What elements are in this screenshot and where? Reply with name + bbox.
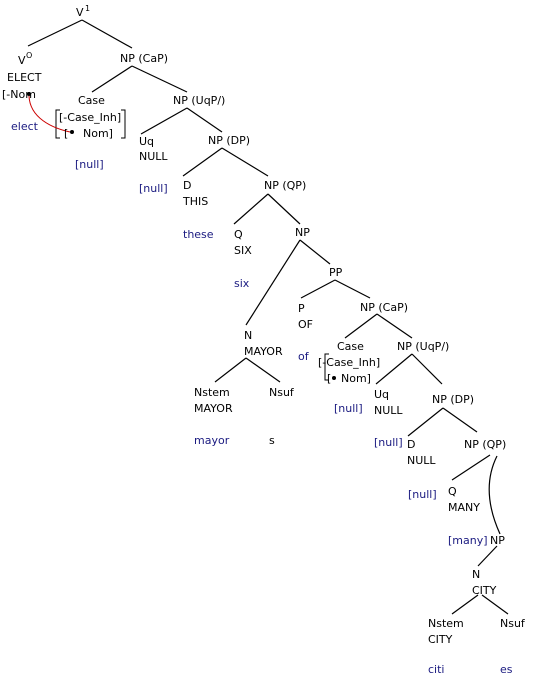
np-cap-2: NP (CaP) xyxy=(360,301,408,314)
arrow-end-dot xyxy=(70,130,74,134)
v0-lex: ELECT xyxy=(7,71,42,84)
d1-lex: THIS xyxy=(182,195,208,208)
n2-label: N xyxy=(472,568,480,581)
q2-gloss: [null] xyxy=(408,488,437,501)
n1-label: N xyxy=(244,329,252,342)
case2-dot xyxy=(332,376,336,380)
d1-label: D xyxy=(183,179,191,192)
nstem2-lex: CITY xyxy=(428,633,453,646)
p-label: P xyxy=(298,302,305,315)
np-dp-2: NP (DP) xyxy=(432,393,474,406)
p-gloss: of xyxy=(298,350,310,363)
np2-gloss: [many] xyxy=(448,534,488,547)
q2-lex: MANY xyxy=(448,501,480,514)
v0-gloss: elect xyxy=(11,120,39,133)
p-lex: OF xyxy=(298,318,313,331)
uq2-lex: NULL xyxy=(374,404,403,417)
d1-gloss: these xyxy=(183,228,214,241)
case2-feat1: [-Case_Inh] xyxy=(318,356,380,369)
np-cap-1: NP (CaP) xyxy=(120,52,168,65)
v0-feat: [-Nom xyxy=(2,88,36,101)
q2-label: Q xyxy=(448,485,457,498)
case1-feat2: [ xyxy=(64,127,68,140)
nstem2-gloss: citi xyxy=(428,663,444,676)
uq1-lex: NULL xyxy=(139,150,168,163)
arrow-start-dot xyxy=(27,92,31,96)
case1-label: Case xyxy=(78,94,105,107)
np-uqp-2: NP (UqP/) xyxy=(397,340,449,353)
uq2-label: Uq xyxy=(374,388,389,401)
q1-label: Q xyxy=(234,228,243,241)
case2-feat2: [ xyxy=(327,372,331,385)
uq1-gloss: [null] xyxy=(139,182,168,195)
np-uqp-1: NP (UqP/) xyxy=(173,94,225,107)
nsuf2-gloss: es xyxy=(500,663,513,676)
np-dp-1: NP (DP) xyxy=(208,134,250,147)
arrow-path xyxy=(28,95,71,133)
feature-brackets xyxy=(55,109,329,381)
case1-gloss: [null] xyxy=(75,158,104,171)
case1-feat1: [-Case_Inh] xyxy=(59,111,121,124)
n1-lex: MAYOR xyxy=(244,345,283,358)
nsuf1-label: Nsuf xyxy=(269,386,295,399)
q1-gloss: six xyxy=(234,277,250,290)
root-sup: 1 xyxy=(85,4,90,13)
nstem1-gloss: mayor xyxy=(194,434,230,447)
uq2-gloss: [null] xyxy=(334,402,363,415)
nsuf1-gloss: s xyxy=(269,434,275,447)
v0-label: V xyxy=(18,54,26,67)
uq1-label: Uq xyxy=(139,135,154,148)
nstem1-lex: MAYOR xyxy=(194,402,233,415)
nstem1-label: Nstem xyxy=(194,386,230,399)
np-qp-2: NP (QP) xyxy=(464,438,506,451)
np-1: NP xyxy=(295,226,310,239)
nsuf2-label: Nsuf xyxy=(500,617,526,630)
case-arrow xyxy=(27,92,336,380)
np-qp-1: NP (QP) xyxy=(264,179,306,192)
nstem2-label: Nstem xyxy=(428,617,464,630)
case1-feat3: Nom] xyxy=(83,127,113,140)
d2-lex: NULL xyxy=(407,454,436,467)
d2-gloss: [null] xyxy=(374,436,403,449)
pp-label: PP xyxy=(329,266,343,279)
n2-lex: CITY xyxy=(472,584,497,597)
root-label: V xyxy=(76,6,84,19)
v0-sup: O xyxy=(26,51,32,60)
tree-branches xyxy=(27,19,509,615)
np2-label: NP xyxy=(490,534,505,547)
d2-label: D xyxy=(407,438,415,451)
case2-label: Case xyxy=(337,340,364,353)
q1-lex: SIX xyxy=(234,244,252,257)
case2-feat3: Nom] xyxy=(341,372,371,385)
